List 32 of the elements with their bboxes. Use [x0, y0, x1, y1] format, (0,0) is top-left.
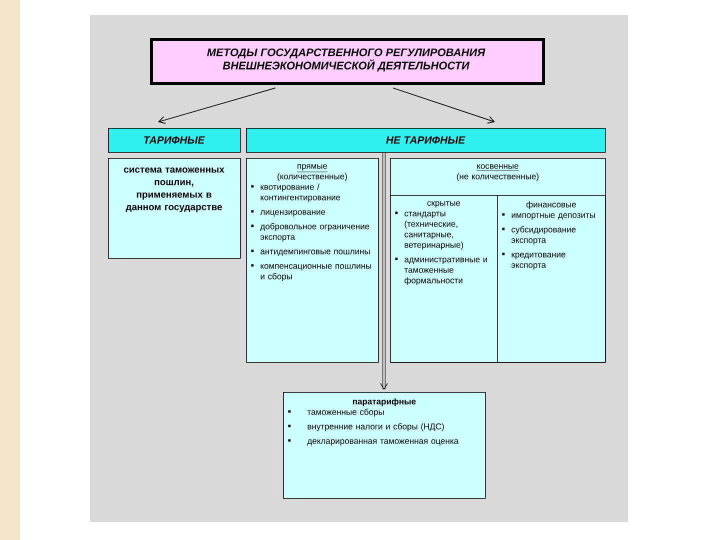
category-header — [108, 128, 241, 153]
bullet-item: декларированная таможенная оценка — [288, 439, 458, 446]
bullet-item: таможенные сборы — [288, 408, 384, 417]
heading-text: косвенные — [476, 164, 519, 170]
method-box — [283, 392, 486, 499]
bullet-item: антидемпинговые пошлины — [251, 250, 370, 256]
arrow — [380, 152, 388, 390]
title-box — [150, 38, 545, 85]
method-box — [246, 158, 379, 363]
arrow — [392, 88, 495, 124]
title-text: МЕТОДЫ ГОСУДАРСТВЕННОГО РЕГУЛИРОВАНИЯ ВНЕШНЕЭКОНОМИЧЕСКОЙ ДЕЯТЕЛЬНОСТИ — [207, 48, 486, 72]
arrow — [158, 88, 276, 124]
heading-text: скрытые — [427, 201, 460, 208]
heading-text: финансовые — [526, 201, 576, 210]
bullet-item: внутренние налоги и сборы (НДС) — [288, 423, 444, 432]
bullet-item: лицензирование — [251, 210, 326, 217]
heading-text: (не количественные) — [456, 173, 538, 182]
method-box — [390, 195, 498, 363]
method-box — [108, 158, 241, 259]
method-box — [497, 195, 606, 363]
bullet-item: импортные депозиты — [502, 213, 595, 220]
header-text: НЕ ТАРИФНЫЕ — [386, 136, 466, 144]
category-header — [246, 128, 606, 153]
heading-text: (количественные) — [278, 173, 347, 182]
heading-text: прямые — [296, 164, 328, 172]
bullet-item: стандарты (технические, санитарные, ветеринарные) — [395, 212, 464, 250]
header-text: ТАРИФНЫЕ — [144, 136, 205, 144]
heading-text: паратарифные — [352, 398, 416, 406]
description-text: система таможенных пошлин, применяемых в данном государстве — [124, 168, 224, 212]
bullet-item: кредитование экспорта — [502, 252, 566, 270]
bullet-item: административные и таможенные формальности — [395, 258, 487, 286]
bullet-item: компенсационные пошлины и сборы — [251, 264, 372, 282]
